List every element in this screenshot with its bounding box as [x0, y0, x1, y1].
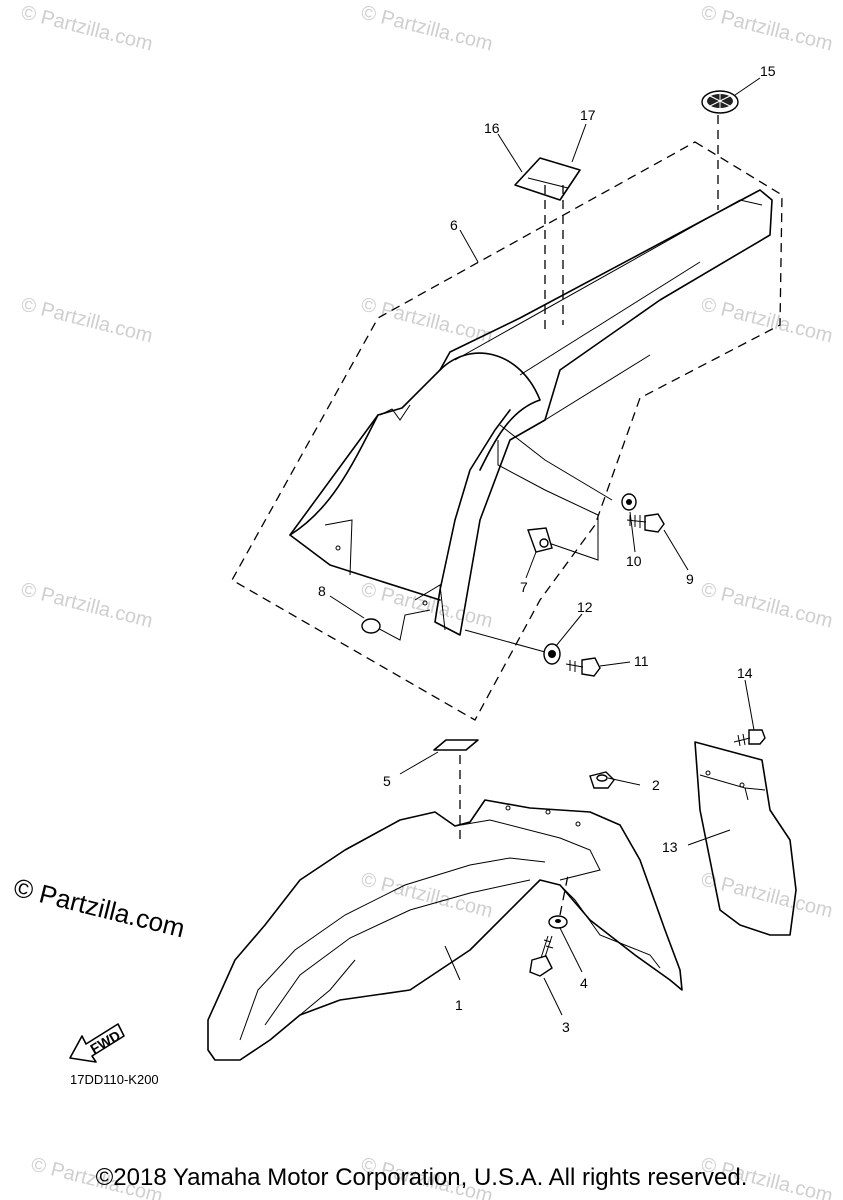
callout-labels: 1 2 3 4 5 6 7 8 9 10 11 12 13 14 15 16 1…	[318, 63, 776, 1035]
watermark: © Partzilla.com	[699, 579, 835, 633]
hardware-bolt-3	[529, 935, 554, 977]
decal-16-17	[514, 157, 581, 201]
fender-mud-guard-13	[694, 741, 797, 936]
watermark: © Partzilla.com	[359, 2, 495, 56]
callout-14: 14	[737, 665, 753, 681]
watermark: © Partzilla.com	[19, 294, 155, 348]
callout-4: 4	[580, 975, 588, 991]
yamaha-emblem-15	[701, 90, 739, 114]
attachment-line	[497, 424, 613, 561]
attachment-line	[369, 609, 431, 641]
callout-10: 10	[626, 553, 642, 569]
callout-12: 12	[577, 599, 593, 615]
watermark: © Partzilla.com	[699, 294, 835, 348]
callout-13: 13	[662, 839, 678, 855]
hardware-bolt-9	[626, 513, 665, 533]
watermark: © Partzilla.com	[699, 869, 835, 923]
hardware-washer-4	[548, 915, 568, 929]
fwd-direction-arrow: FWD	[69, 1023, 125, 1063]
diagram-code: 17DD110-K200	[70, 1072, 159, 1087]
callout-11: 11	[634, 653, 649, 669]
callout-6: 6	[450, 217, 458, 233]
watermark: © Partzilla.com	[19, 2, 155, 56]
callout-16: 16	[484, 120, 500, 136]
callout-17: 17	[580, 107, 596, 123]
callout-1: 1	[455, 997, 463, 1013]
watermark: © Partzilla.com	[359, 869, 495, 923]
hardware-collar-8	[361, 618, 381, 634]
decal-5	[433, 739, 479, 751]
callout-5: 5	[383, 773, 391, 789]
hardware-washer-12	[543, 643, 561, 665]
watermark: © Partzilla.com	[19, 579, 155, 633]
rear-fender-assembly-boundary	[231, 141, 783, 721]
callout-9: 9	[686, 571, 694, 587]
callout-15: 15	[760, 63, 776, 79]
hardware-washer-10	[621, 493, 637, 511]
front-fender	[207, 799, 683, 1061]
callout-8: 8	[318, 583, 326, 599]
hardware-bolt-11	[565, 657, 601, 677]
watermark-layer: © Partzilla.com © Partzilla.com © Partzi…	[19, 2, 835, 1200]
hardware-bolt-2	[589, 771, 615, 789]
callout-3: 3	[562, 1019, 570, 1035]
hardware-nut-7	[527, 527, 553, 553]
attachment-line	[464, 629, 546, 653]
rear-fender	[289, 189, 773, 636]
hardware-screw-14	[733, 729, 766, 747]
copyright-notice: ©2018 Yamaha Motor Corporation, U.S.A. A…	[95, 1164, 748, 1191]
callout-2: 2	[652, 777, 660, 793]
watermark: © Partzilla.com	[699, 2, 835, 56]
attachment-line	[559, 874, 569, 916]
callout-7: 7	[520, 579, 528, 595]
leader-lines	[329, 77, 761, 1016]
